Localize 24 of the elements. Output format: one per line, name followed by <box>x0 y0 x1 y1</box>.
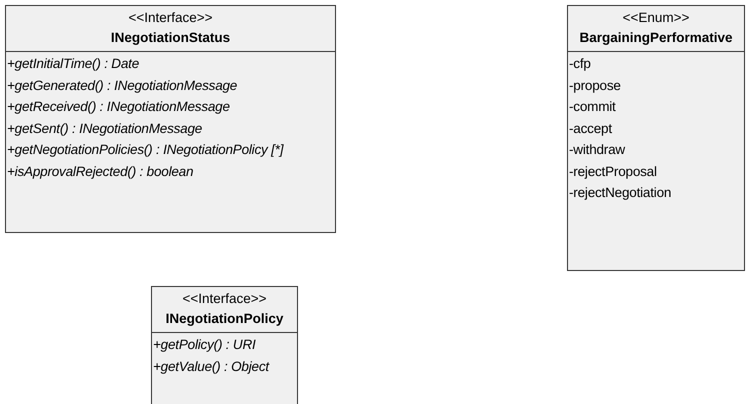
method-signature: +getNegotiationPolicies() : INegotiationPolicy [*] <box>7 141 285 159</box>
method-signature: +isApprovalRejected() : boolean <box>7 162 194 181</box>
class-name: BargainingPerformative <box>578 29 734 47</box>
stereotype-label: <<Interface>> <box>127 9 214 27</box>
class-box <box>567 5 745 271</box>
method-signature: +getPolicy() : URI <box>153 336 257 354</box>
stereotype-label: <<Enum>> <box>622 9 690 27</box>
class-box <box>151 286 298 404</box>
class-name: INegotiationPolicy <box>164 310 284 328</box>
enum-literal: -propose <box>569 76 622 95</box>
enum-literal: -cfp <box>569 55 592 73</box>
method-signature: +getInitialTime() : Date <box>7 55 140 73</box>
class-name: INegotiationStatus <box>110 29 232 47</box>
method-signature: +getValue() : Object <box>153 358 270 376</box>
method-signature: +getGenerated() : INegotiationMessage <box>7 76 238 95</box>
method-signature: +getSent() : INegotiationMessage <box>7 120 204 138</box>
enum-literal: -withdraw <box>569 141 626 159</box>
enum-literal: -rejectNegotiation <box>569 184 672 202</box>
method-signature: +getReceived() : INegotiationMessage <box>7 98 231 116</box>
stereotype-label: <<Interface>> <box>181 290 268 308</box>
enum-literal: -accept <box>569 120 613 138</box>
class-box <box>5 5 336 233</box>
enum-literal: -commit <box>569 98 617 116</box>
enum-literal: -rejectProposal <box>569 162 658 181</box>
